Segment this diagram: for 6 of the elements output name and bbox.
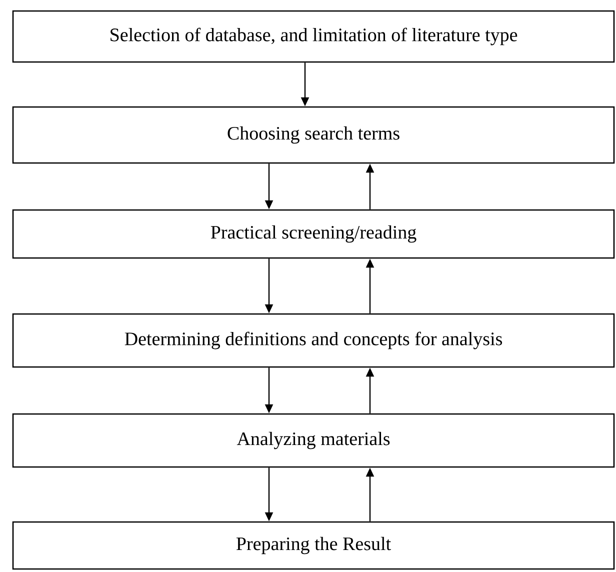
process-box: Analyzing materials <box>12 413 615 468</box>
process-box: Choosing search terms <box>12 106 615 164</box>
process-box: Preparing the Result <box>12 521 615 570</box>
process-box: Selection of database, and limitation of literature type <box>12 10 615 63</box>
process-box: Practical screening/reading <box>12 209 615 259</box>
process-box: Determining definitions and concepts for analysis <box>12 313 615 368</box>
